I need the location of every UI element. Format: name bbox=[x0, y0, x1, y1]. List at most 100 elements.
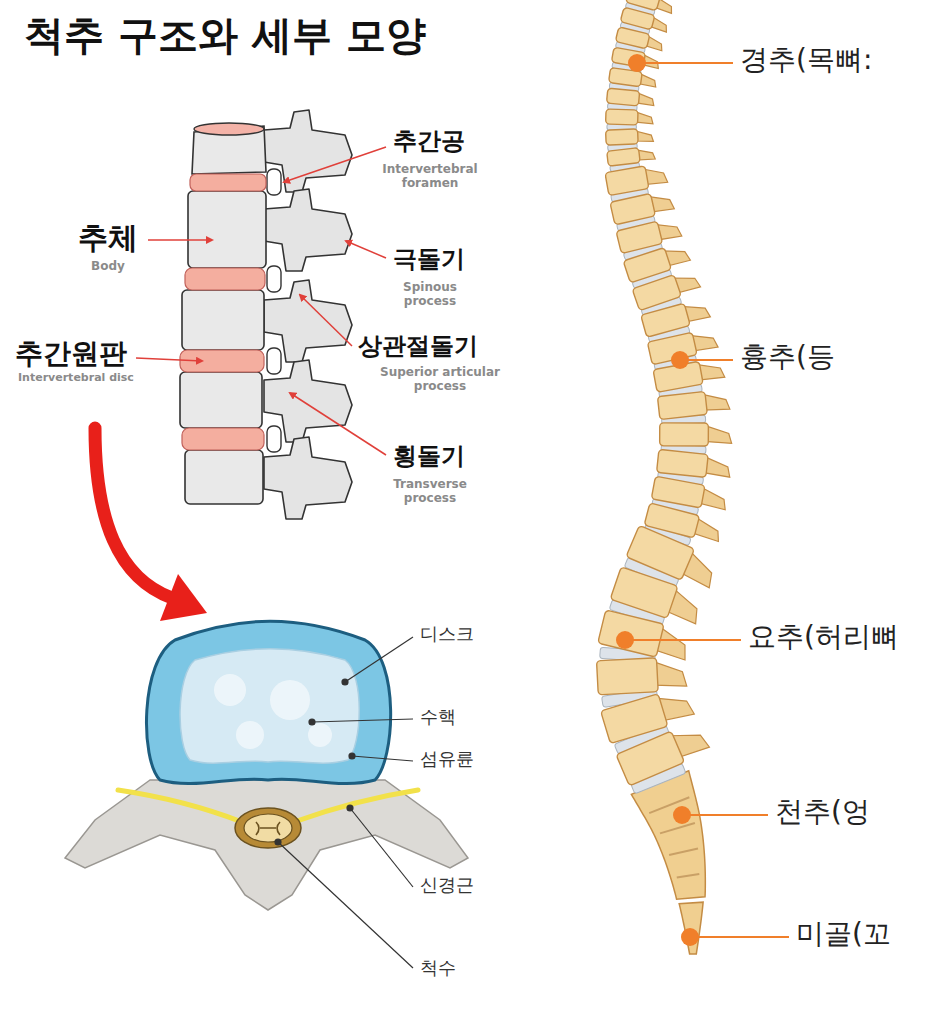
vertebra bbox=[606, 109, 638, 125]
leader-dot bbox=[309, 719, 315, 725]
vertebra bbox=[606, 88, 639, 106]
spinal-cord bbox=[244, 814, 292, 842]
vertebral-bodies bbox=[180, 126, 266, 504]
texture-spot bbox=[214, 674, 246, 706]
disc-side bbox=[190, 174, 266, 191]
vertebra bbox=[597, 658, 659, 695]
part-name: 횡돌기 bbox=[393, 443, 465, 471]
vertebra-arch bbox=[264, 189, 352, 271]
page-title: 척추 구조와 세부 모양 bbox=[24, 12, 426, 58]
vertebra bbox=[606, 129, 639, 145]
vertebra bbox=[610, 193, 656, 224]
arrow-head bbox=[160, 574, 207, 621]
vertebra bbox=[598, 610, 664, 657]
vertebra bbox=[632, 275, 681, 311]
english-name: Intervertebral disc bbox=[18, 372, 134, 385]
part-name: 추간공 bbox=[393, 128, 465, 156]
disc-part-label: 신경근 bbox=[420, 875, 474, 896]
spine-region-label: 경추(목뼈: bbox=[740, 44, 872, 76]
vertebra bbox=[660, 423, 709, 446]
posterior-elements bbox=[264, 110, 352, 519]
foramen-gap bbox=[267, 348, 281, 374]
nerve-root bbox=[294, 790, 418, 822]
spine-region-label: 요추(허리뼈 bbox=[748, 621, 899, 653]
discs bbox=[180, 174, 266, 450]
callout-line bbox=[682, 814, 768, 816]
callout-dot bbox=[616, 631, 634, 649]
disc-part-label: 섬유륜 bbox=[420, 749, 474, 770]
part-name: 추체 bbox=[78, 221, 138, 256]
lumbar-side-view bbox=[136, 110, 386, 519]
disc-part-label: 수핵 bbox=[420, 707, 456, 728]
part-name: 상관절돌기 bbox=[358, 333, 478, 361]
vertebra bbox=[641, 303, 691, 337]
pointer-line bbox=[300, 295, 352, 346]
vertebra bbox=[615, 27, 650, 49]
pointer-line bbox=[136, 358, 202, 361]
pointer-lines bbox=[136, 147, 386, 455]
annulus-fibrosus bbox=[146, 621, 390, 783]
english-name: Body bbox=[78, 260, 138, 274]
vertebra bbox=[657, 391, 707, 419]
vertebral-body bbox=[188, 191, 266, 268]
vertebra bbox=[616, 221, 663, 253]
pointer-line bbox=[284, 147, 386, 182]
english-name: Transverse process bbox=[384, 478, 476, 506]
callout-dot bbox=[671, 351, 689, 369]
disc-part-label: 디스크 bbox=[420, 624, 474, 645]
leader-dot bbox=[347, 805, 353, 811]
vertebra bbox=[616, 731, 685, 786]
texture-spot bbox=[270, 680, 310, 720]
pointer-line bbox=[290, 393, 386, 455]
foramen-gap bbox=[267, 169, 281, 195]
vertebra bbox=[610, 567, 678, 618]
callout-dot bbox=[681, 928, 699, 946]
coccyx bbox=[679, 902, 703, 954]
english-name: Intervertebral foramen bbox=[370, 163, 490, 191]
leader-lines bbox=[275, 637, 413, 968]
region-callouts bbox=[616, 54, 789, 946]
foramina bbox=[267, 169, 281, 452]
callout-line bbox=[637, 62, 733, 64]
body-top-face bbox=[194, 123, 264, 135]
leader-dot bbox=[342, 679, 348, 685]
gray-matter bbox=[256, 822, 280, 835]
vertebra bbox=[657, 449, 709, 477]
leader-line bbox=[352, 756, 413, 761]
leader-line bbox=[278, 842, 413, 968]
vertebra bbox=[651, 476, 705, 508]
foramen-gap bbox=[267, 426, 281, 452]
spine-region-label: 흉추(등 bbox=[740, 341, 835, 373]
leader-dot bbox=[349, 753, 355, 759]
pointer-line bbox=[148, 239, 212, 241]
spine-region-label: 천추(엉 bbox=[775, 796, 870, 828]
nucleus-pulposus bbox=[180, 649, 359, 763]
disc-part-label: 척수 bbox=[420, 958, 456, 979]
part-name: 극돌기 bbox=[393, 246, 465, 274]
spine-region-label: 미골(꼬 bbox=[796, 918, 891, 950]
vertebra-top bbox=[65, 780, 468, 910]
pointer-line bbox=[346, 241, 386, 258]
spinal-canal bbox=[235, 808, 301, 848]
callout-dot bbox=[628, 54, 646, 72]
english-name: Superior articular process bbox=[365, 366, 515, 394]
vertebra bbox=[605, 166, 649, 196]
leader-dot bbox=[275, 839, 281, 845]
sacral-ridge bbox=[660, 823, 695, 833]
foramen-gap bbox=[267, 266, 281, 292]
red-curved-arrow bbox=[95, 428, 207, 621]
disc-top-view bbox=[65, 621, 468, 968]
disc-side bbox=[185, 268, 265, 290]
sacral-ridge bbox=[669, 849, 698, 855]
leader-line bbox=[345, 637, 413, 682]
vertebral-body bbox=[180, 372, 262, 428]
callout-line bbox=[690, 936, 789, 938]
texture-spot bbox=[308, 723, 332, 747]
part-name: 추간원판 bbox=[15, 338, 127, 370]
nerve-root bbox=[118, 790, 242, 822]
sacral-ridge bbox=[677, 874, 700, 877]
vertebra bbox=[620, 7, 655, 30]
english-name: Spinous process bbox=[390, 281, 470, 309]
vertebral-body bbox=[185, 450, 263, 504]
callout-line bbox=[625, 639, 741, 641]
